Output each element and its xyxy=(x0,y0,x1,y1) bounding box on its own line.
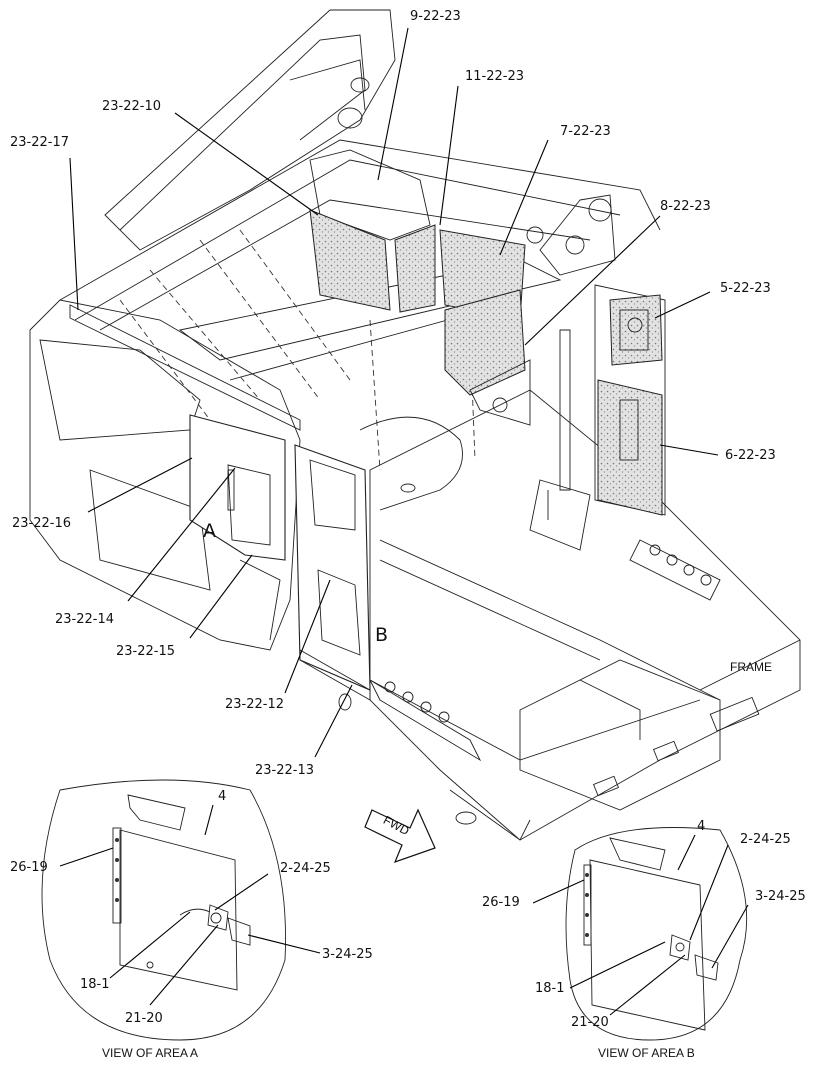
guard-panels xyxy=(69,149,663,701)
view-b-caption: VIEW OF AREA B xyxy=(598,1046,695,1060)
callout-23-22-14: 23-22-14 xyxy=(55,612,114,627)
view-b-label-21-20: 21-20 xyxy=(571,1015,609,1030)
view-a-label-2-24-25: 2-24-25 xyxy=(280,861,331,876)
view-a-label-4: 4 xyxy=(218,789,226,804)
view-a-caption: VIEW OF AREA A xyxy=(102,1046,198,1060)
view-a-label-3-24-25: 3-24-25 xyxy=(322,947,373,962)
area-a-marker: A xyxy=(203,520,216,542)
frame-label: FRAME xyxy=(730,660,772,674)
view-b-label-3-24-25: 3-24-25 xyxy=(755,889,806,904)
view-b-label-18-1: 18-1 xyxy=(535,981,565,996)
callout-23-22-16: 23-22-16 xyxy=(12,516,71,531)
callout-23-22-15: 23-22-15 xyxy=(116,644,175,659)
fwd-label: FWD xyxy=(381,813,412,838)
callout-23-22-13: 23-22-13 xyxy=(255,763,314,778)
callout-labels: 9-22-23 11-22-23 23-22-10 7-22-23 23-22-… xyxy=(10,9,776,778)
frame-structure xyxy=(29,9,801,841)
view-area-b: 4 2-24-25 26-19 3-24-25 18-1 21-20 VIEW … xyxy=(482,819,806,1060)
callout-9-22-23: 9-22-23 xyxy=(410,9,461,24)
callout-7-22-23: 7-22-23 xyxy=(560,124,611,139)
callout-8-22-23: 8-22-23 xyxy=(660,199,711,214)
view-a-label-21-20: 21-20 xyxy=(125,1011,163,1026)
door-23-22-14 xyxy=(189,414,286,561)
panel-23-22-10 xyxy=(309,209,391,311)
area-b-marker: B xyxy=(375,624,388,646)
callout-23-22-17: 23-22-17 xyxy=(10,135,69,150)
callout-23-22-10: 23-22-10 xyxy=(102,99,161,114)
panel-11-22-23 xyxy=(394,224,436,313)
view-a-label-18-1: 18-1 xyxy=(80,977,110,992)
panel-6-22-23 xyxy=(597,379,663,516)
callout-11-22-23: 11-22-23 xyxy=(465,69,524,84)
view-b-label-26-19: 26-19 xyxy=(482,895,520,910)
callout-23-22-12: 23-22-12 xyxy=(225,697,284,712)
callout-6-22-23: 6-22-23 xyxy=(725,448,776,463)
view-b-label-2-24-25: 2-24-25 xyxy=(740,832,791,847)
view-a-label-26-19: 26-19 xyxy=(10,860,48,875)
panel-5-22-23 xyxy=(609,294,663,366)
callout-5-22-23: 5-22-23 xyxy=(720,281,771,296)
view-b-label-4: 4 xyxy=(697,819,705,834)
fwd-arrow: FWD xyxy=(364,808,436,864)
view-area-a: 4 26-19 2-24-25 3-24-25 18-1 21-20 VIEW … xyxy=(10,779,373,1060)
panel-8-22-23 xyxy=(444,289,526,396)
leader-lines xyxy=(69,27,719,758)
